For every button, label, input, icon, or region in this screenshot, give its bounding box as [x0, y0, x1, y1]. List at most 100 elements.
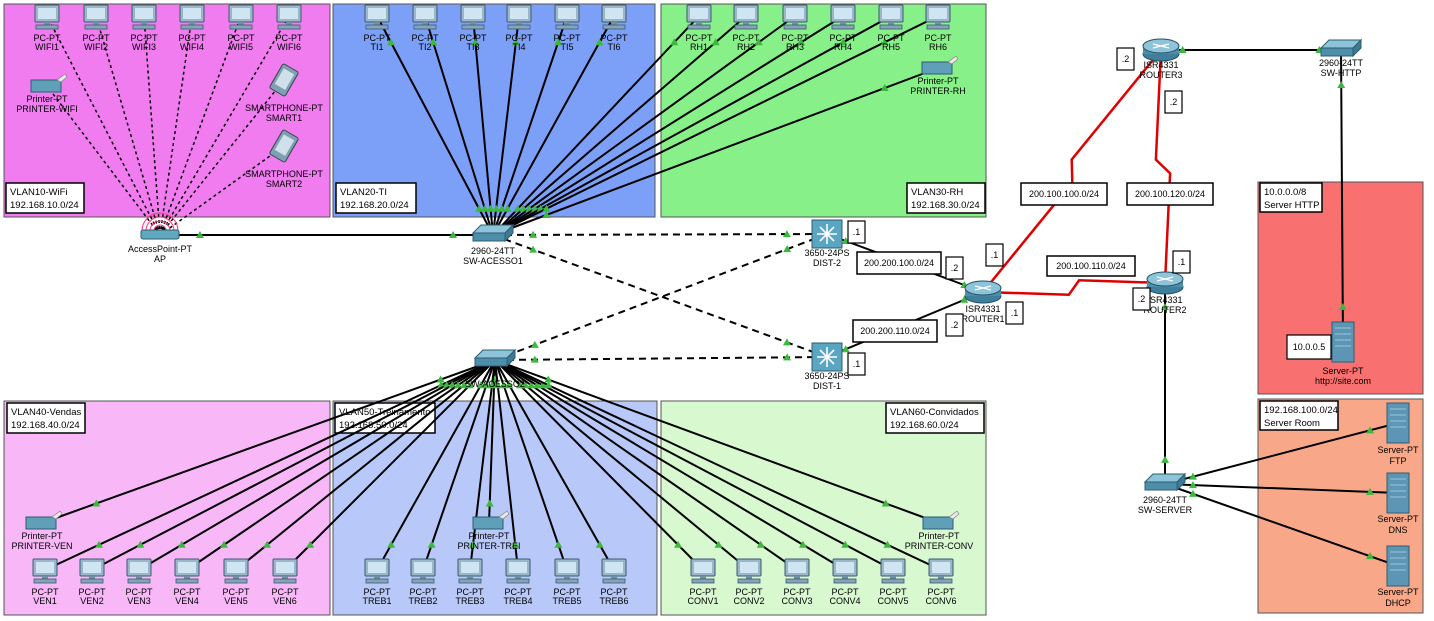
link-sw_server-dhcp[interactable]	[1164, 483, 1399, 567]
ti1-pc-icon[interactable]	[364, 4, 390, 30]
treb4-pc-icon[interactable]	[505, 558, 531, 584]
link-sw_acesso1-ti4[interactable]	[492, 15, 520, 236]
wifi3-pc-icon[interactable]	[131, 4, 157, 30]
ven3-pc-icon[interactable]	[126, 558, 152, 584]
rh5-pc-icon[interactable]	[878, 4, 904, 30]
link-sw_acesso1-ti2[interactable]	[424, 15, 494, 236]
dist1-l3switch-icon[interactable]	[811, 342, 843, 372]
wan-link-router1-router2[interactable]	[982, 278, 1166, 297]
link-sw_server-ftp[interactable]	[1164, 422, 1399, 485]
server-http-server-icon[interactable]	[1331, 321, 1355, 363]
router3-router-icon[interactable]	[1142, 38, 1180, 62]
link-sw_acesso1-ti3[interactable]	[472, 15, 494, 236]
dns-server-icon[interactable]	[1386, 472, 1410, 514]
link-sw_acesso1-ti6[interactable]	[492, 15, 615, 236]
link-sw_acesso2-ven4[interactable]	[186, 359, 496, 571]
ti5-pc-icon[interactable]	[554, 4, 580, 30]
wifi5-pc-icon[interactable]	[228, 4, 254, 30]
smart2-phone-icon[interactable]	[269, 129, 299, 163]
link-sw_acesso2-ven5[interactable]	[235, 359, 496, 571]
link-sw_acesso1-rh6[interactable]	[492, 15, 939, 236]
sw-acesso2-switch-icon[interactable]	[473, 348, 517, 368]
ti4-pc-icon[interactable]	[506, 4, 532, 30]
link-ap-wifi5[interactable]	[159, 15, 242, 236]
link-sw_acesso2-conv2[interactable]	[494, 359, 750, 571]
sw-http-switch-icon[interactable]	[1319, 38, 1363, 58]
conv5-pc-icon[interactable]	[880, 558, 906, 584]
treb1-pc-icon[interactable]	[364, 558, 390, 584]
link-sw_acesso2-dist1[interactable]	[494, 356, 828, 361]
conv3-pc-icon[interactable]	[784, 558, 810, 584]
link-sw_acesso2-treb3[interactable]	[469, 359, 496, 571]
link-sw_acesso2-conv3[interactable]	[494, 359, 798, 571]
link-ap-wifi1[interactable]	[46, 15, 161, 236]
link-sw_acesso2-ven6[interactable]	[284, 359, 496, 571]
rh3-pc-icon[interactable]	[782, 4, 808, 30]
treb2-pc-icon[interactable]	[410, 558, 436, 584]
router2-router-icon[interactable]	[1146, 271, 1184, 295]
sw-server-switch-icon[interactable]	[1143, 472, 1187, 492]
link-sw_acesso1-rh4[interactable]	[492, 15, 844, 236]
ven5-pc-icon[interactable]	[223, 558, 249, 584]
link-ap-printer_wifi[interactable]	[46, 85, 161, 236]
ven6-pc-icon[interactable]	[272, 558, 298, 584]
link-sw_acesso2-treb1[interactable]	[376, 359, 496, 571]
dhcp-server-icon[interactable]	[1386, 545, 1410, 587]
printer-ven-printer-icon[interactable]	[25, 510, 63, 530]
link-sw_acesso1-rh5[interactable]	[492, 15, 892, 236]
link-sw_acesso2-ven1[interactable]	[44, 359, 496, 571]
link-sw_acesso2-treb6[interactable]	[494, 359, 615, 571]
link-sw_acesso2-conv6[interactable]	[494, 359, 942, 571]
link-sw_acesso1-printer_rh[interactable]	[492, 67, 939, 236]
link-ap-wifi6[interactable]	[159, 15, 290, 236]
wan-link-router3-router2[interactable]	[1154, 49, 1172, 284]
ti3-pc-icon[interactable]	[460, 4, 486, 30]
wifi4-pc-icon[interactable]	[179, 4, 205, 30]
ven1-pc-icon[interactable]	[32, 558, 58, 584]
treb3-pc-icon[interactable]	[457, 558, 483, 584]
link-sw_acesso2-printer_conv[interactable]	[494, 359, 940, 524]
link-sw_acesso1-rh1[interactable]	[492, 15, 700, 236]
treb5-pc-icon[interactable]	[554, 558, 580, 584]
ven4-pc-icon[interactable]	[174, 558, 200, 584]
link-sw_acesso2-printer_ven[interactable]	[41, 359, 496, 524]
link-sw_acesso1-dist2[interactable]	[492, 233, 828, 236]
link-sw_acesso1-rh3[interactable]	[492, 15, 796, 236]
conv6-pc-icon[interactable]	[928, 558, 954, 584]
link-ap-wifi3[interactable]	[143, 15, 161, 236]
link-sw_acesso2-treb5[interactable]	[494, 359, 568, 571]
ap-ap-icon[interactable]	[140, 212, 180, 240]
printer-trei-printer-icon[interactable]	[472, 510, 510, 530]
printer-wifi-printer-icon[interactable]	[30, 73, 68, 93]
wifi6-pc-icon[interactable]	[276, 4, 302, 30]
link-sw_http-server_http[interactable]	[1340, 49, 1344, 343]
ti2-pc-icon[interactable]	[412, 4, 438, 30]
rh2-pc-icon[interactable]	[733, 4, 759, 30]
conv1-pc-icon[interactable]	[690, 558, 716, 584]
link-sw_acesso1-ti1[interactable]	[376, 15, 494, 236]
sw-acesso1-switch-icon[interactable]	[471, 223, 515, 243]
wifi2-pc-icon[interactable]	[83, 4, 109, 30]
link-sw_acesso1-rh2[interactable]	[492, 15, 747, 236]
link-sw_acesso2-treb4[interactable]	[494, 359, 519, 571]
ti6-pc-icon[interactable]	[601, 4, 627, 30]
treb6-pc-icon[interactable]	[601, 558, 627, 584]
conv4-pc-icon[interactable]	[832, 558, 858, 584]
link-sw_server-dns[interactable]	[1164, 483, 1399, 494]
rh1-pc-icon[interactable]	[686, 4, 712, 30]
ftp-server-icon[interactable]	[1386, 402, 1410, 444]
link-sw_acesso2-conv1[interactable]	[494, 359, 704, 571]
rh4-pc-icon[interactable]	[830, 4, 856, 30]
link-sw_acesso1-ti5[interactable]	[492, 15, 568, 236]
ven2-pc-icon[interactable]	[79, 558, 105, 584]
link-sw_acesso2-ven3[interactable]	[138, 359, 496, 571]
dist2-l3switch-icon[interactable]	[811, 219, 843, 249]
conv2-pc-icon[interactable]	[736, 558, 762, 584]
rh6-pc-icon[interactable]	[925, 4, 951, 30]
printer-rh-printer-icon[interactable]	[921, 55, 959, 75]
link-ap-smart2[interactable]	[159, 145, 285, 236]
link-sw_acesso2-treb2[interactable]	[422, 359, 496, 571]
router1-router-icon[interactable]	[964, 280, 1002, 304]
link-sw_acesso2-ven2[interactable]	[91, 359, 496, 571]
